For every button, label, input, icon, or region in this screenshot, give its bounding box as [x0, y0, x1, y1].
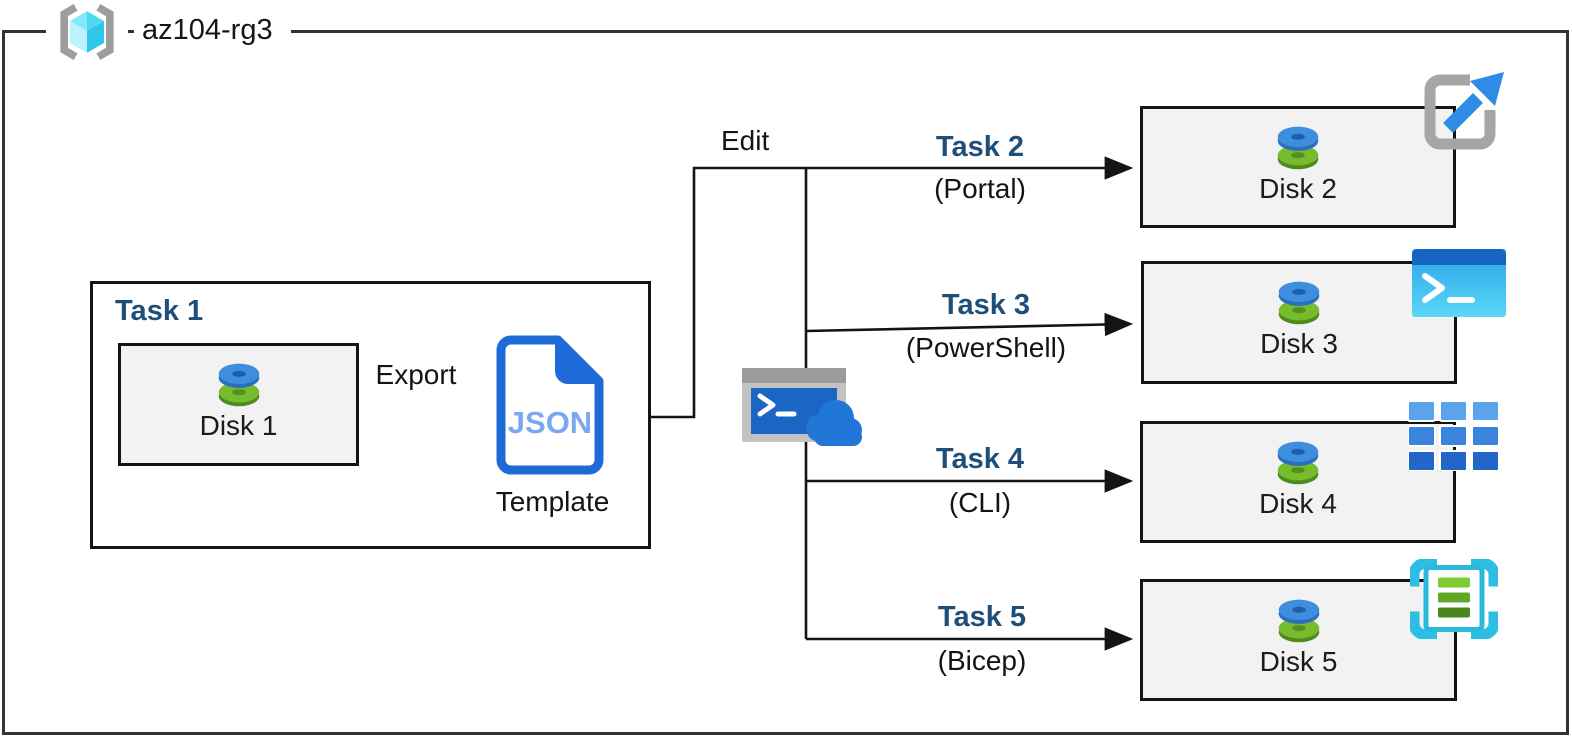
- resource-group-icon: [46, 0, 128, 64]
- task5-title: Task 5: [937, 601, 1027, 633]
- cube-top-left: [69, 11, 87, 32]
- cube-left-face: [69, 21, 87, 53]
- terminal-titlebar: [742, 368, 846, 383]
- template-label: Template: [495, 486, 610, 517]
- disk-label: Disk 2: [1259, 173, 1337, 204]
- disk-label: Disk 5: [1259, 646, 1338, 677]
- prompt-chevron: [757, 393, 776, 417]
- cloud-shell-icon: [742, 364, 864, 461]
- cloud-shape: [806, 400, 862, 446]
- edit-label: Edit: [721, 125, 770, 156]
- disk3-box: Disk 3: [1141, 261, 1457, 384]
- disk-label: Disk 1: [199, 410, 278, 441]
- green-platter: [218, 382, 259, 407]
- left-bracket: [60, 4, 78, 60]
- resource-group-frame: [2, 30, 1569, 735]
- disk-icon: [218, 363, 259, 407]
- task2-method: (Portal): [934, 173, 1026, 204]
- disk-icon: [1278, 281, 1320, 325]
- disk-label: Disk 3: [1260, 328, 1338, 359]
- json-badge-text: JSON: [508, 405, 592, 440]
- disk-icon: [1277, 441, 1319, 485]
- disk-label: Disk 4: [1259, 488, 1337, 519]
- task4-title: Task 4: [935, 443, 1025, 475]
- export-label: Export: [375, 359, 457, 390]
- task2-title: Task 2: [935, 131, 1025, 163]
- disk4-box: Disk 4: [1140, 421, 1456, 543]
- right-bracket: [96, 4, 114, 60]
- folded-corner: [555, 337, 602, 384]
- task4-method: (CLI): [948, 487, 1012, 518]
- cube-right-face: [87, 21, 105, 53]
- cube-top-right: [87, 11, 105, 32]
- disk5-box: Disk 5: [1140, 579, 1457, 701]
- disk-icon: [1277, 126, 1319, 170]
- disk2-box: Disk 2: [1140, 106, 1456, 228]
- task3-title: Task 3: [941, 289, 1031, 321]
- task1-title: Task 1: [115, 295, 204, 327]
- resource-group-label: az104-rg3: [134, 14, 291, 51]
- blue-platter: [218, 363, 259, 388]
- task3-method: (PowerShell): [905, 332, 1067, 363]
- json-file-icon: JSON: [494, 335, 606, 480]
- task5-method: (Bicep): [937, 645, 1027, 676]
- disk1-box: Disk 1: [118, 343, 359, 466]
- disk-icon: [1278, 599, 1319, 643]
